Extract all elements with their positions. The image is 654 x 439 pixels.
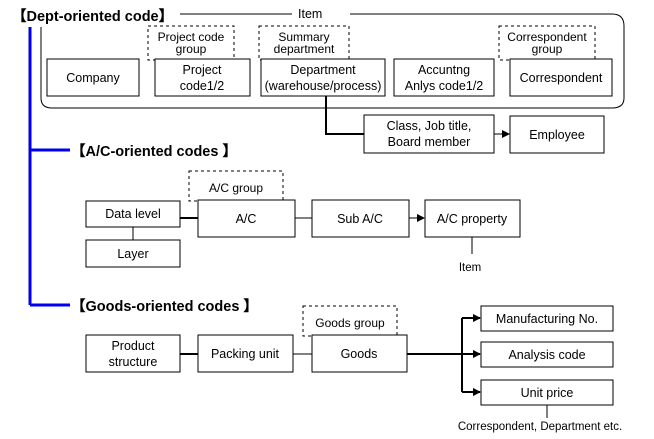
ac-group-label: A/C group <box>209 181 263 195</box>
class-job-title-label-1: Class, Job title, <box>387 119 472 133</box>
manufacturing-no-label: Manufacturing No. <box>496 312 598 326</box>
project-code-group-label-1: Project code <box>158 30 225 44</box>
goods-label: Goods <box>341 347 378 361</box>
correspondent-label: Correspondent <box>520 71 603 85</box>
goods-box <box>311 334 408 373</box>
sub-ac-box <box>311 199 410 238</box>
product-structure-box <box>85 334 181 373</box>
correspondent-box <box>509 58 613 97</box>
summary-department-label-2: department <box>274 42 335 56</box>
employee-label: Employee <box>529 128 585 142</box>
packing-unit-box <box>197 334 294 373</box>
ac-property-box <box>424 199 521 238</box>
ac-label: A/C <box>236 212 257 226</box>
unit-price-box <box>480 379 614 406</box>
correspondent-group-label-1: Correspondent <box>507 30 587 44</box>
product-structure-label-1: Product <box>111 339 155 353</box>
department-class-connector <box>325 96 364 135</box>
layer-label: Layer <box>117 247 148 261</box>
project-code-label-2: code1/2 <box>180 79 225 93</box>
dept-heading: 【Dept-oriented code】 <box>12 8 173 25</box>
department-label-1: Department <box>290 63 356 77</box>
department-label-2: (warehouse/process) <box>265 79 382 93</box>
employee-box <box>509 115 605 154</box>
goods-group-label: Goods group <box>315 316 385 330</box>
item-label: Item <box>298 7 322 21</box>
unit-price-label: Unit price <box>521 386 574 400</box>
accounting-analysis-box <box>393 58 495 97</box>
class-job-title-box <box>363 114 495 154</box>
project-code-label-1: Project <box>183 63 222 77</box>
item-group-frame <box>40 13 625 109</box>
analysis-code-box <box>480 341 614 368</box>
summary-department-label-1: Summary <box>278 30 329 44</box>
accounting-analysis-label-2: Anlys code1/2 <box>405 79 484 93</box>
ac-heading: 【A/C-oriented codes 】 <box>71 143 237 160</box>
project-code-group-label-2: group <box>176 42 207 56</box>
manufacturing-no-box <box>480 305 614 332</box>
ac-box <box>197 199 296 238</box>
sub-ac-label: Sub A/C <box>337 212 383 226</box>
product-structure-label-2: structure <box>109 355 158 369</box>
class-job-title-label-2: Board member <box>388 135 471 149</box>
accounting-analysis-label-1: Accuntng <box>418 63 470 77</box>
layer-box <box>85 239 181 268</box>
unit-price-footnote: Correspondent, Department etc. <box>458 421 622 433</box>
data-level-box <box>85 200 181 228</box>
correspondent-group-label-2: group <box>532 42 563 56</box>
goods-fanout-connector <box>407 314 481 396</box>
data-level-label: Data level <box>105 207 161 221</box>
tree-connector <box>28 27 70 307</box>
analysis-code-label: Analysis code <box>508 348 585 362</box>
department-box <box>260 58 386 97</box>
correspondent-group-box <box>498 25 596 61</box>
packing-unit-label: Packing unit <box>211 347 280 361</box>
goods-heading: 【Goods-oriented codes 】 <box>71 298 258 315</box>
company-box <box>46 58 140 97</box>
project-code-box <box>154 58 251 97</box>
ac-item-label: Item <box>459 262 481 274</box>
ac-property-label: A/C property <box>437 212 508 226</box>
company-label: Company <box>66 71 120 85</box>
